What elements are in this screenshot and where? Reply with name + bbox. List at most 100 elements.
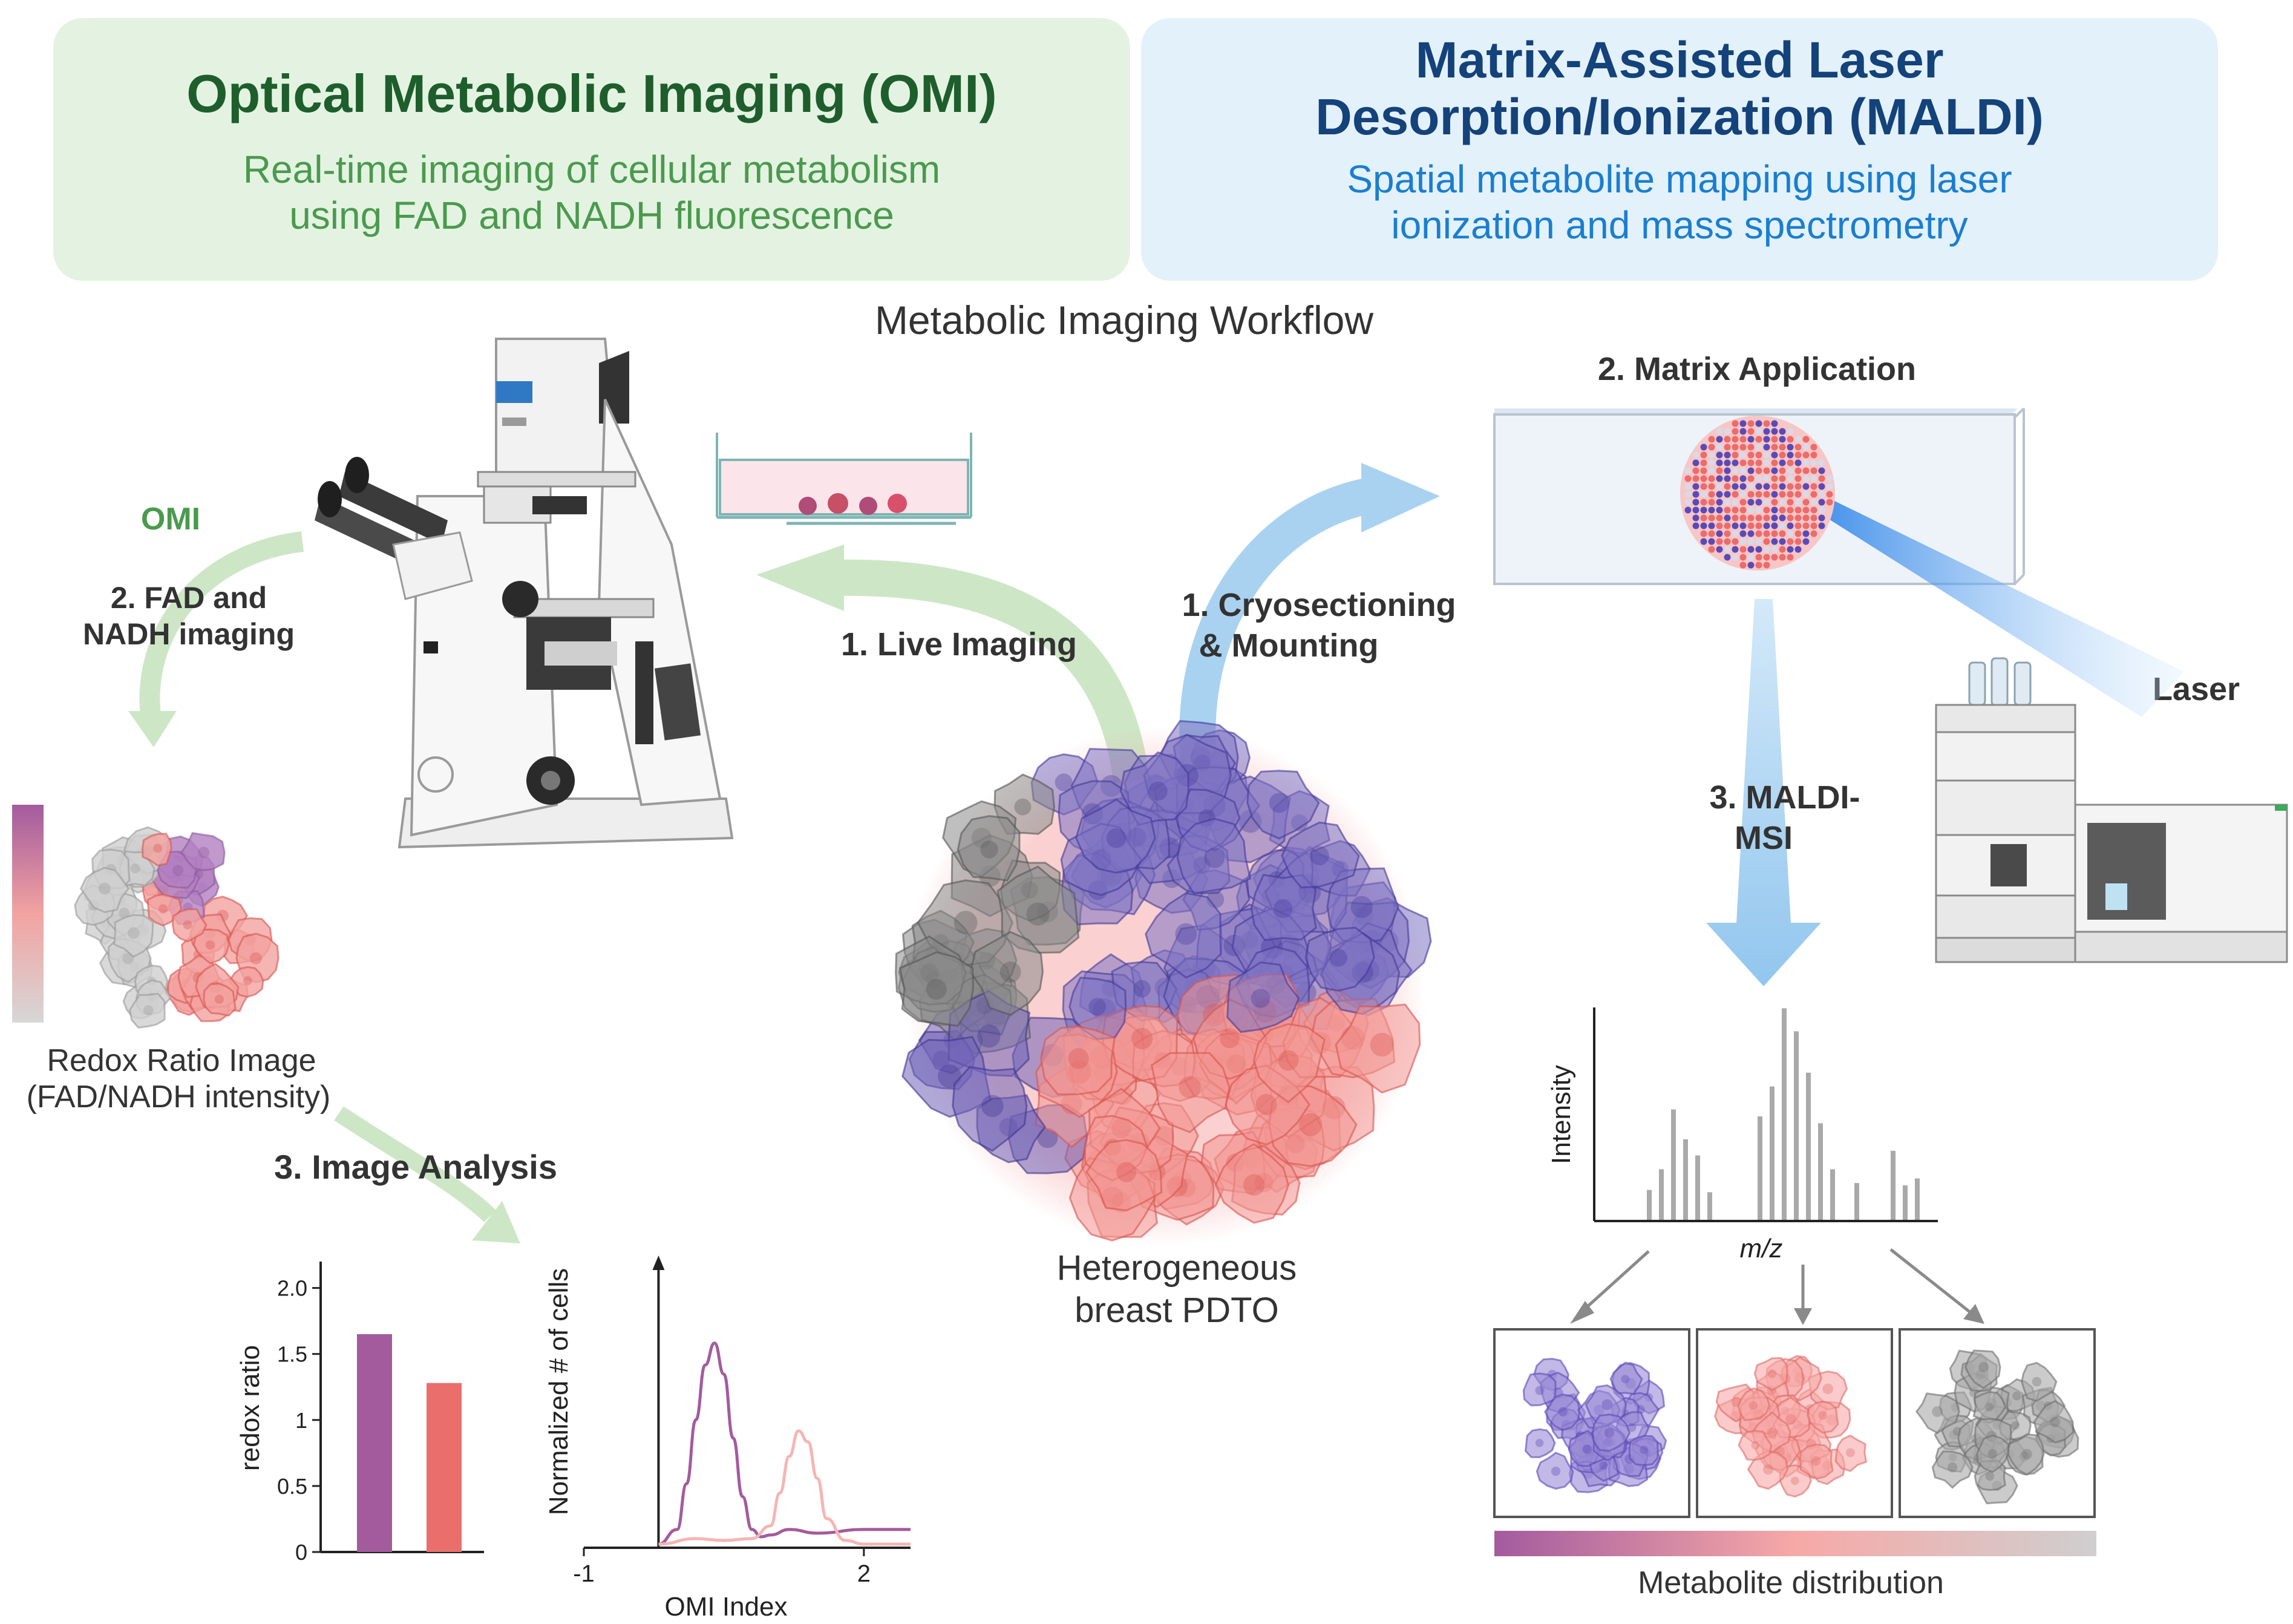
green-arrow-live-imaging: [756, 545, 1150, 783]
pdto-cell: [1150, 1052, 1231, 1133]
matrix-spot: [1771, 506, 1778, 514]
spectrum-peak: [1891, 1151, 1896, 1220]
matrix-spot: [1747, 554, 1755, 561]
pdto-cell-nucleus: [1037, 1127, 1058, 1148]
matrix-spot: [1763, 546, 1770, 553]
matrix-spot: [1802, 538, 1810, 545]
matrix-spot: [1708, 499, 1715, 506]
matrix-spot: [1755, 451, 1762, 459]
redox-cell: [180, 831, 226, 871]
matrix-spot: [1732, 428, 1739, 435]
panel-cell-nucleus: [1822, 1383, 1834, 1395]
matrix-spot: [1763, 451, 1770, 459]
pdto-cell-nucleus: [1148, 781, 1168, 801]
matrix-spot: [1724, 436, 1731, 443]
matrix-spot: [1708, 467, 1715, 474]
tissue-section: [1680, 416, 1835, 571]
redox-cell: [171, 908, 208, 943]
pdto-cell: [952, 1066, 1028, 1152]
pdto-cell-nucleus: [981, 1095, 1004, 1118]
panel-cell-nucleus: [2032, 1377, 2042, 1387]
pdto-cell: [1304, 926, 1375, 992]
panel-cell-nucleus: [1978, 1361, 1989, 1372]
pdto-cell-nucleus: [1273, 899, 1293, 918]
matrix-spot: [1787, 491, 1794, 498]
matrix-spot: [1763, 530, 1770, 537]
pdto-cell-nucleus: [1116, 1162, 1137, 1182]
matrix-spot: [1787, 514, 1794, 522]
matrix-spot: [1700, 475, 1707, 482]
spectrum-peak: [1830, 1169, 1835, 1220]
matrix-spot: [1763, 483, 1770, 490]
matrix-spot: [1826, 475, 1833, 482]
matrix-spot: [1818, 459, 1825, 467]
panel-organoids: [1522, 1349, 2079, 1505]
matrix-spot: [1794, 475, 1802, 482]
panel-cell: [1753, 1357, 1788, 1392]
panel-cell-nucleus: [1767, 1369, 1777, 1378]
matrix-spot: [1771, 530, 1778, 537]
matrix-spot: [1732, 554, 1739, 561]
matrix-spot: [1716, 451, 1723, 459]
matrix-spot: [1747, 459, 1755, 467]
pdto-cell: [1246, 770, 1320, 840]
matrix-spot: [1755, 444, 1762, 451]
spectrum-peak: [1818, 1123, 1823, 1220]
matrix-spot: [1708, 483, 1715, 490]
redox-cell-nucleus: [205, 940, 215, 950]
metabolite-distribution-scale: [1494, 1531, 2096, 1556]
redox-cell-nucleus: [158, 904, 168, 914]
matrix-spot: [1732, 436, 1739, 443]
matrix-slide: [1493, 407, 2184, 717]
matrix-spot: [1818, 491, 1825, 498]
panel-cell-nucleus: [1785, 1413, 1796, 1425]
matrix-spot: [1755, 467, 1762, 474]
pdto-cell: [1226, 961, 1300, 1033]
matrix-spot: [1724, 459, 1731, 467]
matrix-spot: [1716, 530, 1723, 537]
matrix-spot: [1700, 530, 1707, 537]
matrix-spot: [1771, 428, 1778, 435]
redox-cell: [142, 833, 172, 866]
matrix-spot: [1708, 491, 1715, 498]
spectrum-peak: [1915, 1178, 1920, 1220]
omi-title: Optical Metabolic Imaging (OMI): [186, 64, 997, 123]
maldi-title-line1: Matrix-Assisted Laser: [1415, 31, 1943, 88]
matrix-spot: [1787, 554, 1794, 561]
redox-bar-y-tick-label: 1: [295, 1408, 307, 1433]
matrix-spot: [1794, 451, 1802, 459]
matrix-spot: [1700, 483, 1707, 490]
pdto-cell: [1176, 817, 1252, 895]
matrix-spot: [1794, 491, 1802, 498]
matrix-spot: [1732, 506, 1739, 514]
spectrum-peak: [1707, 1192, 1712, 1220]
matrix-spot: [1724, 514, 1731, 522]
pdto-cell-nucleus: [1243, 1174, 1265, 1196]
maldi-header-panel: Matrix-Assisted Laser Desorption/Ionizat…: [1141, 18, 2218, 281]
panel-cell: [2033, 1400, 2074, 1444]
matrix-spot: [1716, 522, 1723, 529]
pdto-cell-nucleus: [1220, 1028, 1240, 1049]
matrix-spot: [1747, 522, 1755, 529]
panel-cell: [2021, 1361, 2058, 1403]
matrix-spot: [1802, 506, 1810, 514]
pdto-cell-nucleus: [1329, 948, 1347, 967]
panel-cell: [1976, 1434, 2009, 1473]
heterogeneous-pdto-organoid: Heterogeneous breast PDTO: [895, 719, 1432, 1330]
pdto-cell-nucleus: [1278, 1050, 1299, 1071]
panel-cell-nucleus: [1604, 1427, 1615, 1438]
matrix-spot: [1716, 467, 1723, 474]
panel-cell: [1609, 1361, 1643, 1395]
matrix-spot: [1692, 506, 1699, 514]
matrix-spot: [1818, 499, 1825, 506]
matrix-spot: [1763, 522, 1770, 529]
matrix-spot: [1818, 475, 1825, 482]
pdto-cell-nucleus: [1251, 989, 1271, 1008]
matrix-spot: [1739, 514, 1747, 522]
matrix-spot: [1708, 459, 1715, 467]
pdto-cell: [1252, 1023, 1326, 1104]
matrix-spot: [1771, 546, 1778, 553]
panel-cell-nucleus: [1987, 1449, 1997, 1458]
pdto-cell: [1335, 1003, 1421, 1094]
